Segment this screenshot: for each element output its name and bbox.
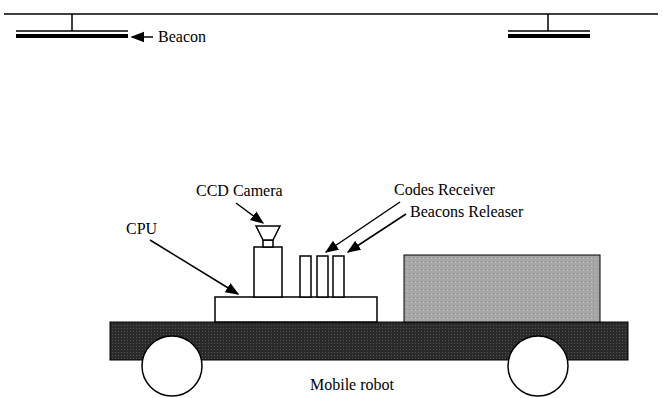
part-label: CPU [126,220,157,238]
beacon-symbol [16,14,128,38]
beacon-symbol [508,14,590,38]
part-label: CCD Camera [196,182,283,200]
caption-label: Mobile robot [310,376,394,394]
cpu-box [215,297,377,322]
leader-arrow [150,240,238,294]
wheel [142,336,202,396]
leader-arrow [236,203,263,223]
ceiling-line [4,13,658,15]
part-label: Codes Receiver [394,181,495,199]
beacons-releaser [333,256,344,297]
codes-receiver [300,256,311,297]
battery-box [404,255,600,322]
leader-arrow [132,36,153,38]
ccd-camera [254,226,282,297]
beacon-label: Beacon [158,28,206,46]
wheel [508,336,568,396]
leader-arrow [348,214,406,252]
leader-arrow [326,202,400,252]
codes-receiver [317,256,328,297]
part-label: Beacons Releaser [410,203,523,221]
